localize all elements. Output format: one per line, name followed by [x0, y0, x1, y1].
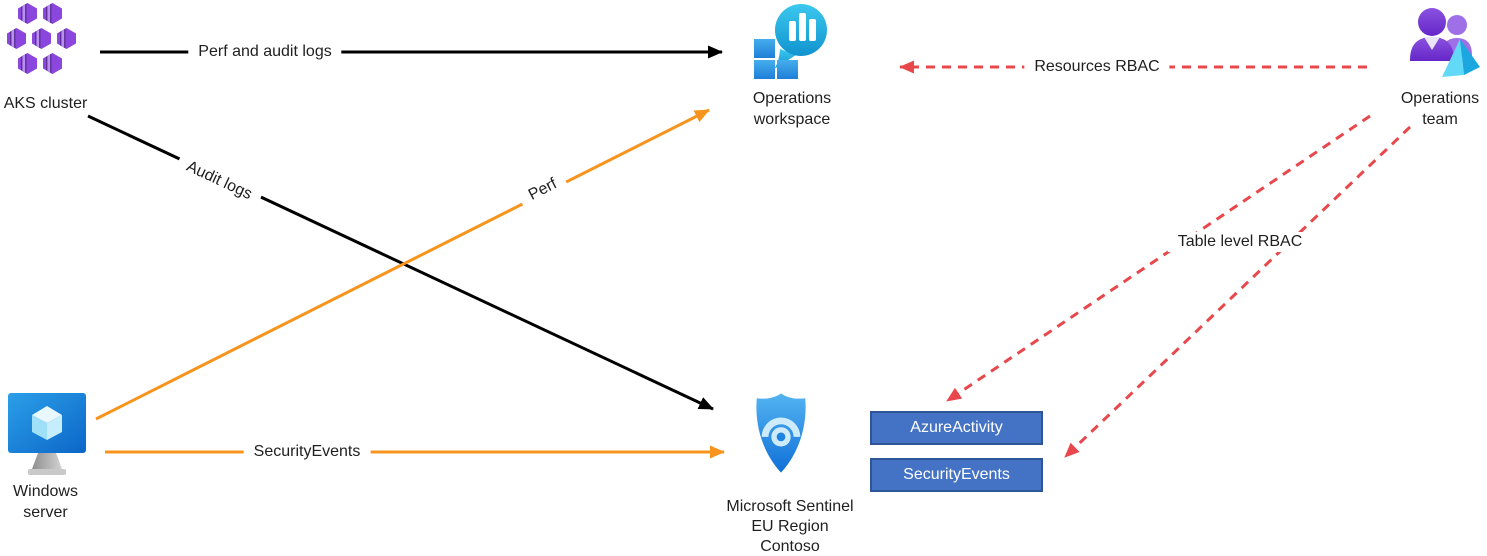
sentinel-label: Microsoft Sentinel EU Region Contoso: [726, 498, 854, 555]
table-rbac-arrow-azureactivity: [946, 114, 1371, 403]
aks-cluster-icon: [7, 3, 77, 74]
perf-audit-logs-label: Perf and audit logs: [188, 42, 342, 62]
azureactivity-table-box: AzureActivity: [870, 411, 1043, 445]
table-level-rbac-label: Table level RBAC: [1167, 232, 1313, 252]
log-analytics-workspace-icon: [754, 4, 827, 79]
securityevents-table-box: SecurityEvents: [870, 458, 1043, 492]
perf-arrow: [95, 108, 710, 421]
sentinel-shield-icon: [756, 393, 806, 473]
aks-cluster-label: AKS cluster: [3, 95, 88, 112]
operations-team-icon: [1410, 8, 1480, 77]
table-rbac-arrow-securityevents: [1063, 125, 1412, 459]
operations-team-label: Operations team: [1400, 90, 1480, 128]
operations-workspace-label: Operations workspace: [752, 90, 832, 128]
resources-rbac-label: Resources RBAC: [1024, 57, 1170, 77]
security-events-label: SecurityEvents: [243, 442, 371, 462]
windows-server-label: Windows server: [13, 483, 78, 521]
windows-server-icon: [8, 393, 86, 475]
